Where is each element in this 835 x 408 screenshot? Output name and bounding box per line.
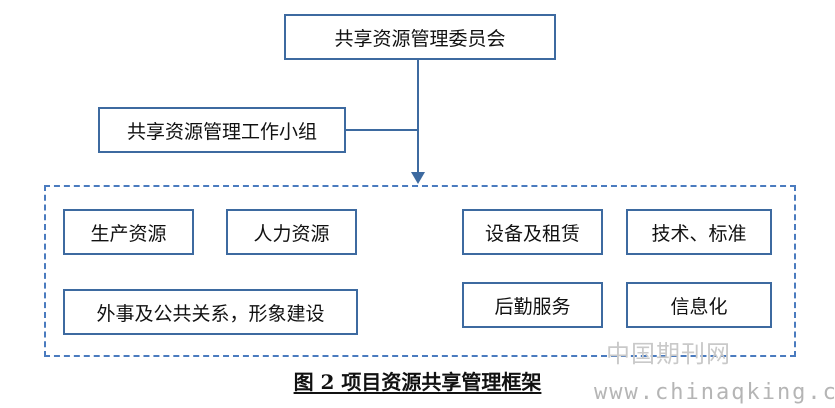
resource-equipment: 设备及租赁 <box>462 209 603 255</box>
figure-caption: 图 2 项目资源共享管理框架 <box>0 366 835 395</box>
committee-node: 共享资源管理委员会 <box>284 14 556 60</box>
resource-logistics: 后勤服务 <box>462 282 603 328</box>
working-group-node: 共享资源管理工作小组 <box>98 107 346 153</box>
resource-informatization: 信息化 <box>626 282 772 328</box>
down-arrowhead <box>411 172 425 184</box>
resource-production: 生产资源 <box>63 209 194 255</box>
resources-group-frame <box>44 185 796 357</box>
watermark-url: www.chinaqking.com <box>594 380 835 405</box>
resource-technology: 技术、标准 <box>626 209 772 255</box>
resource-public-relations: 外事及公共关系，形象建设 <box>63 289 358 335</box>
watermark-site-name: 中国期刊网 <box>606 340 731 368</box>
caption-text: 图 2 项目资源共享管理框架 <box>293 370 542 394</box>
resource-human: 人力资源 <box>226 209 357 255</box>
